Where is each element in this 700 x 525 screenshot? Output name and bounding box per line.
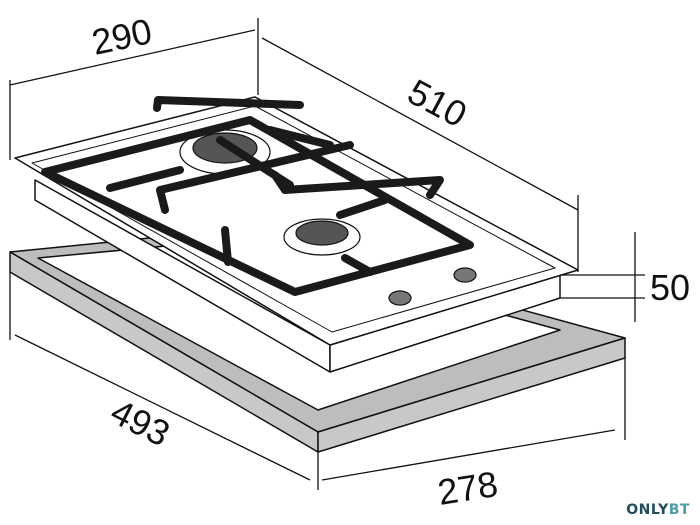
knob-icon <box>453 267 477 283</box>
watermark-logo: ONLYBT <box>622 501 694 519</box>
pan-supports <box>41 96 474 296</box>
watermark-part2: BT <box>668 502 690 518</box>
watermark-part1: ONLY <box>626 502 669 518</box>
knob-icon <box>388 290 412 306</box>
dim-cutout-depth: 493 <box>104 391 176 455</box>
dim-hob-height: 50 <box>650 267 690 308</box>
burners <box>179 129 361 256</box>
dimension-lines <box>9 18 645 490</box>
dim-cutout-width: 278 <box>435 463 501 513</box>
control-knobs <box>388 267 477 306</box>
dim-hob-depth: 510 <box>401 71 473 135</box>
